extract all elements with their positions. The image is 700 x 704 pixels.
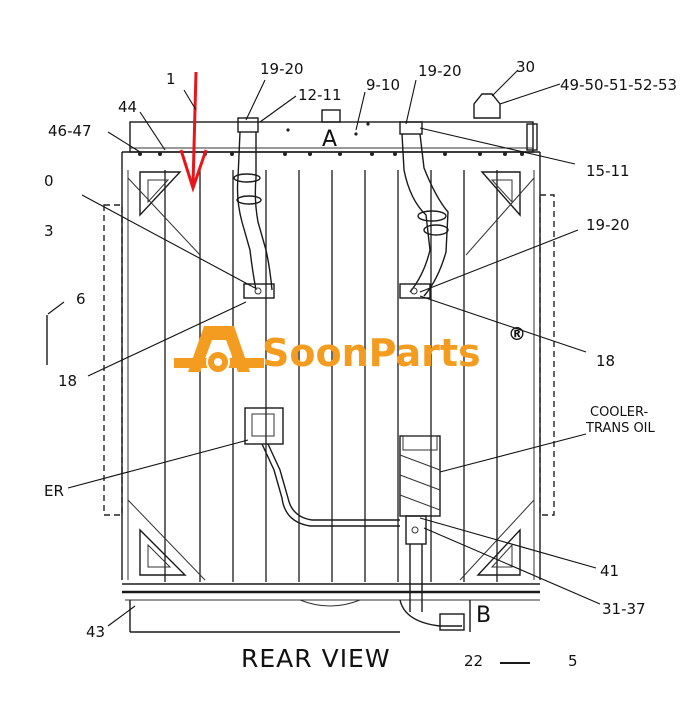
top-tank-bolts [138, 122, 524, 156]
label-9-10: 9-10 [366, 76, 400, 94]
soonparts-logo-icon [174, 326, 264, 374]
oil-line [244, 407, 400, 527]
label-0: 0 [44, 172, 54, 190]
upper-right-hose [399, 121, 449, 299]
oil-fitting-left [244, 407, 284, 445]
label-cooler-line1: COOLER- [590, 405, 649, 420]
label-er: ER [44, 482, 64, 500]
radiator-core [164, 170, 498, 582]
upper-left-hose [233, 117, 275, 299]
filler-neck [321, 109, 341, 123]
right-side-shield [539, 194, 555, 516]
fitting-30 [473, 93, 501, 119]
label-31-37: 31-37 [602, 600, 646, 618]
part-labels: 1 44 46-47 0 3 6 18 ER 19-20 12-11 9-10 … [44, 58, 677, 673]
label-19-20-top-right: 19-20 [418, 62, 462, 80]
label-a: A [322, 127, 338, 152]
label-41: 41 [600, 562, 619, 580]
label-cooler-line2: TRANS OIL [585, 421, 656, 436]
label-12-11: 12-11 [298, 86, 342, 104]
soonparts-watermark: SoonParts ® [174, 324, 526, 375]
label-30: 30 [516, 58, 535, 76]
trans-oil-cooler [399, 435, 465, 631]
label-6: 6 [76, 290, 86, 308]
left-side-shield [103, 204, 123, 516]
label-18-left: 18 [58, 372, 77, 390]
label-49-50-51-52-53: 49-50-51-52-53 [560, 76, 677, 94]
label-22: 22 [464, 652, 483, 670]
red-arrow [179, 71, 208, 193]
brand-registered: ® [508, 324, 526, 345]
brand-name: SoonParts [262, 331, 481, 375]
label-19-20-top-left: 19-20 [260, 60, 304, 78]
label-44: 44 [118, 98, 137, 116]
label-3: 3 [44, 222, 54, 240]
label-5: 5 [568, 652, 578, 670]
label-15-11: 15-11 [586, 162, 630, 180]
label-18-right: 18 [596, 352, 615, 370]
label-b: B [476, 603, 492, 628]
label-1: 1 [166, 70, 176, 88]
leader-lines [47, 69, 601, 627]
radiator-frame [46, 93, 555, 633]
label-19-20-right: 19-20 [586, 216, 630, 234]
label-43: 43 [86, 623, 105, 641]
view-title: REAR VIEW [241, 644, 391, 673]
label-46-47: 46-47 [48, 122, 92, 140]
